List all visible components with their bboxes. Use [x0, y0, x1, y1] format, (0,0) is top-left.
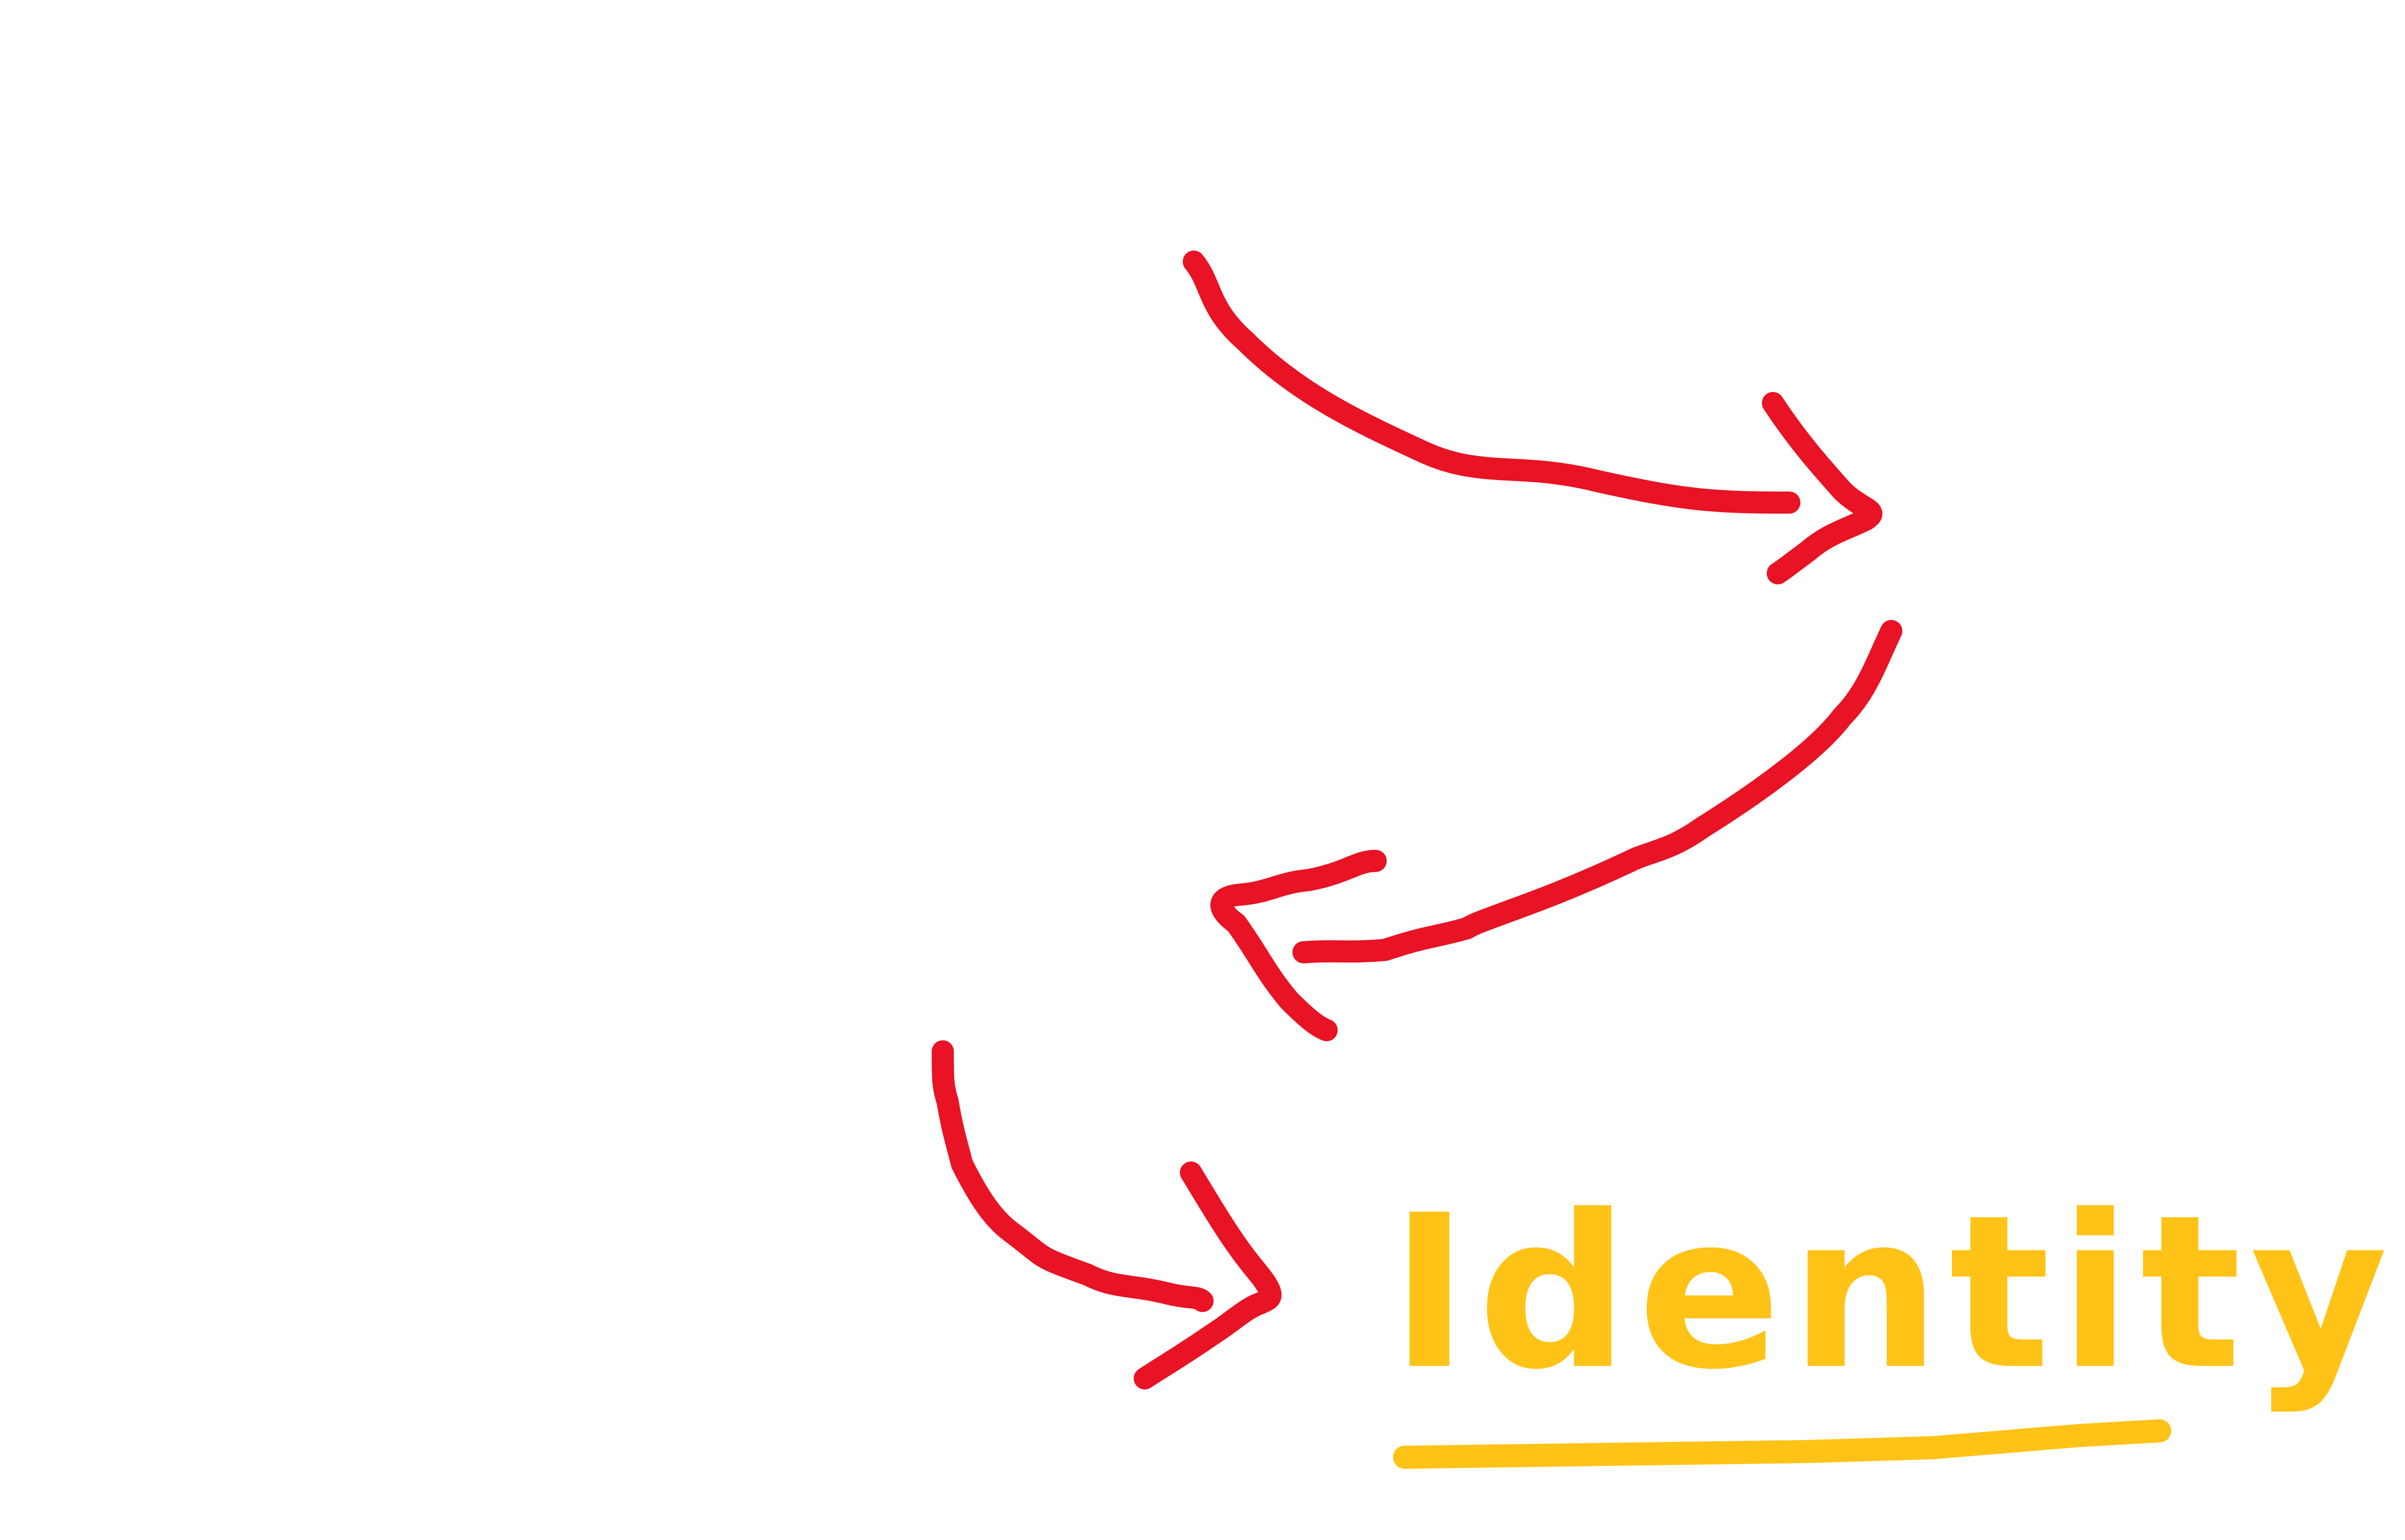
- identity-text: Identity: [1390, 1170, 2397, 1416]
- arrow-left-middle: [1210, 620, 1902, 1041]
- arrow-1-shaft: [1183, 251, 1800, 514]
- arrow-1-head: [1762, 392, 1882, 584]
- arrow-right-bottom: [932, 1040, 1282, 1389]
- identity-label: Identity: [1390, 1170, 2397, 1469]
- arrow-2-shaft: [1292, 620, 1902, 963]
- arrow-right-top: [1183, 251, 1882, 584]
- arrow-3-shaft: [932, 1040, 1214, 1312]
- arrow-2-head: [1210, 850, 1387, 1041]
- arrow-3-head: [1134, 1161, 1282, 1389]
- identity-underline: [1393, 1419, 2171, 1469]
